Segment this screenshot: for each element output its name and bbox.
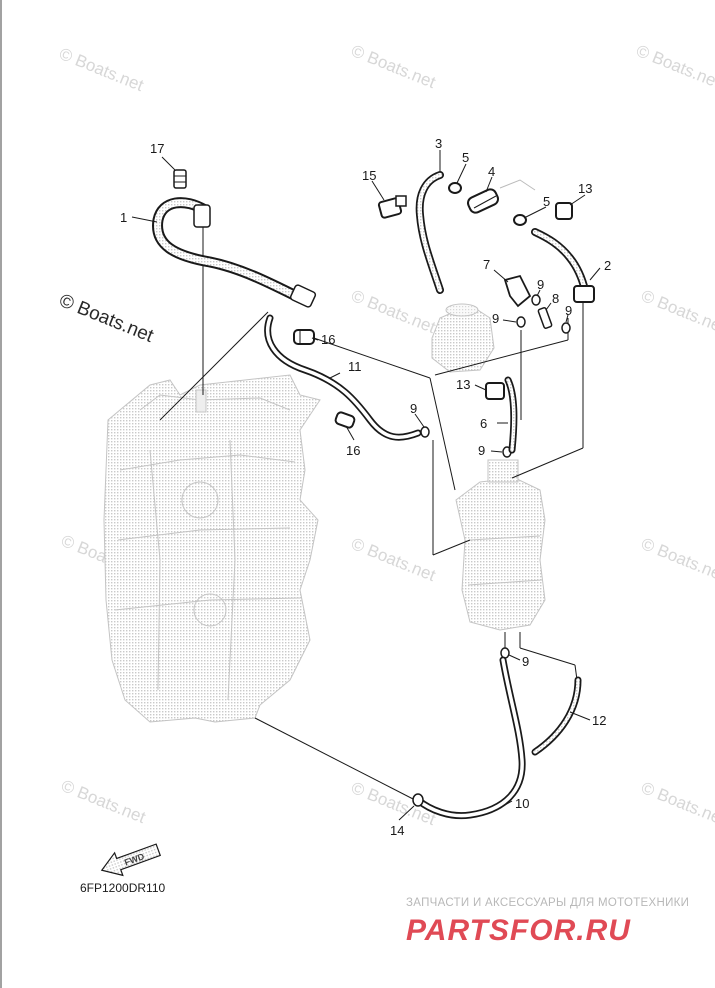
callout-13-middle[interactable]: 13 bbox=[456, 377, 470, 392]
hose-1[interactable] bbox=[152, 197, 317, 308]
watermark: © Boats.net bbox=[57, 44, 147, 95]
watermark: © Boats.net bbox=[349, 286, 439, 337]
clip-13-upper[interactable] bbox=[555, 202, 573, 220]
hose-11[interactable] bbox=[264, 314, 422, 441]
fitting-8[interactable] bbox=[537, 307, 553, 329]
callout-6[interactable]: 6 bbox=[480, 416, 487, 431]
callout-16-upper[interactable]: 16 bbox=[321, 332, 335, 347]
filter-bowl-ghost bbox=[431, 303, 495, 373]
clamp-5-left[interactable] bbox=[448, 182, 462, 194]
watermark: © Boats.net bbox=[634, 41, 715, 92]
watermark-main: © Boats.net bbox=[56, 290, 157, 347]
hose-3[interactable] bbox=[415, 171, 444, 294]
watermark: © Boats.net bbox=[349, 41, 439, 92]
clamp-9-bottom[interactable] bbox=[500, 647, 510, 659]
callout-9-bottom[interactable]: 9 bbox=[522, 654, 529, 669]
callout-leaders bbox=[131, 150, 601, 821]
callout-2[interactable]: 2 bbox=[604, 258, 611, 273]
callout-13-upper[interactable]: 13 bbox=[578, 181, 592, 196]
callout-9-right[interactable]: 9 bbox=[565, 303, 572, 318]
diagram-code: 6FP1200DR110 bbox=[80, 881, 165, 895]
brand-name: PARTSFOR.RU bbox=[406, 914, 631, 947]
brand-subtitle: ЗАПЧАСТИ И АКСЕССУАРЫ ДЛЯ МОТОТЕХНИКИ bbox=[406, 897, 689, 909]
clamp-16-upper[interactable] bbox=[293, 329, 315, 345]
callout-9-lower[interactable]: 9 bbox=[478, 443, 485, 458]
filter-4[interactable] bbox=[466, 179, 536, 215]
callout-1[interactable]: 1 bbox=[120, 210, 127, 225]
callout-9-top-right[interactable]: 9 bbox=[537, 277, 544, 292]
callout-9-left[interactable]: 9 bbox=[410, 401, 417, 416]
clamp-9-left[interactable] bbox=[420, 426, 430, 438]
watermark: © Boats.net bbox=[639, 286, 715, 337]
forward-arrow: FWD bbox=[100, 843, 162, 877]
watermark: © Boats.net bbox=[59, 776, 149, 827]
callout-16-lower[interactable]: 16 bbox=[346, 443, 360, 458]
hose-6[interactable] bbox=[504, 376, 518, 454]
clip-15[interactable] bbox=[377, 195, 407, 219]
callout-11[interactable]: 11 bbox=[348, 359, 362, 374]
clamp-5-right[interactable] bbox=[513, 214, 527, 226]
watermark: © Boats.net bbox=[639, 778, 715, 829]
clamp-16-lower[interactable] bbox=[334, 411, 356, 429]
brand-logo: ЗАПЧАСТИ И АКСЕССУАРЫ ДЛЯ МОТОТЕХНИКИ PA… bbox=[406, 897, 689, 947]
clamp-9-right[interactable] bbox=[561, 322, 571, 334]
callout-7[interactable]: 7 bbox=[483, 257, 490, 272]
callout-5-upper[interactable]: 5 bbox=[462, 150, 469, 165]
callout-labels: 1 2 3 4 5 5 6 7 8 9 9 9 9 9 10 11 12 13 … bbox=[120, 136, 611, 838]
callout-14[interactable]: 14 bbox=[390, 823, 404, 838]
callout-12[interactable]: 12 bbox=[592, 713, 606, 728]
hose-12[interactable] bbox=[531, 676, 582, 756]
callout-3[interactable]: 3 bbox=[435, 136, 442, 151]
callout-4[interactable]: 4 bbox=[488, 164, 495, 179]
hose-2[interactable] bbox=[531, 228, 595, 303]
callout-8[interactable]: 8 bbox=[552, 291, 559, 306]
vapor-separator-ghost bbox=[455, 459, 546, 631]
watermark: © Boats.net bbox=[639, 534, 715, 585]
callout-5-lower[interactable]: 5 bbox=[543, 194, 550, 209]
routing-lines bbox=[159, 225, 584, 801]
clamp-9-top-right[interactable] bbox=[531, 294, 541, 306]
callout-10[interactable]: 10 bbox=[515, 796, 529, 811]
callout-17[interactable]: 17 bbox=[150, 141, 164, 156]
clamp-9-mid[interactable] bbox=[516, 316, 526, 328]
watermark: © Boats.net bbox=[349, 534, 439, 585]
hose-10[interactable] bbox=[414, 656, 526, 820]
fitting-17[interactable] bbox=[173, 169, 187, 189]
fitting-7[interactable] bbox=[503, 274, 532, 308]
callout-15[interactable]: 15 bbox=[362, 168, 376, 183]
engine-block-ghost bbox=[103, 374, 321, 723]
callout-9-mid[interactable]: 9 bbox=[492, 311, 499, 326]
fitting-14[interactable] bbox=[412, 793, 424, 807]
clip-13-middle[interactable] bbox=[485, 382, 505, 400]
